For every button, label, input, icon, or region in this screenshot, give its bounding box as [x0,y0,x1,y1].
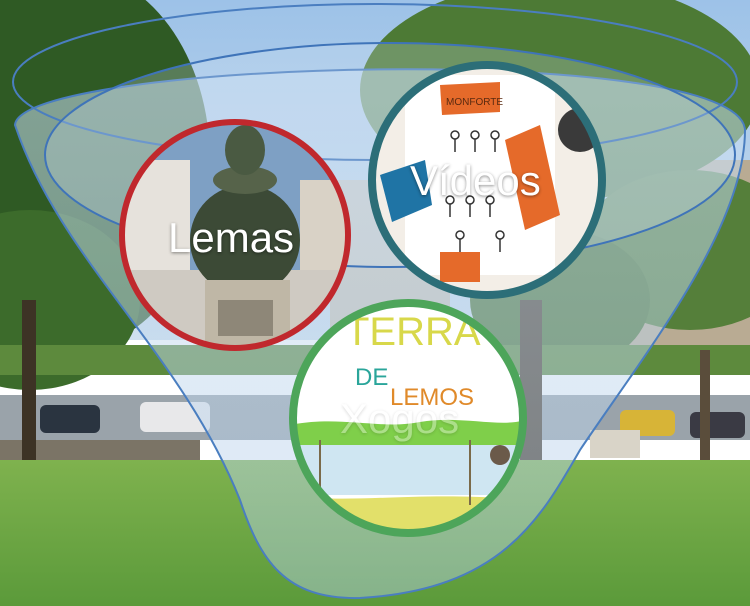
videos-photo: MONFORTE [372,65,602,295]
drawing-text-line3: LEMOS [390,384,474,411]
lemas-label[interactable]: Lemas [168,214,295,261]
videos-label[interactable]: Vídeos [410,157,541,204]
xogos-ring [289,299,527,537]
drawing-text-line2: DE [355,364,388,391]
poster-text: MONFORTE [446,97,503,108]
lemas-photo [122,122,348,348]
lemas-ring [119,119,351,351]
videos-ring [368,61,606,299]
xogos-label[interactable]: Xogos [340,395,460,442]
xogos-drawing: TERRA DE LEMOS [293,303,523,533]
